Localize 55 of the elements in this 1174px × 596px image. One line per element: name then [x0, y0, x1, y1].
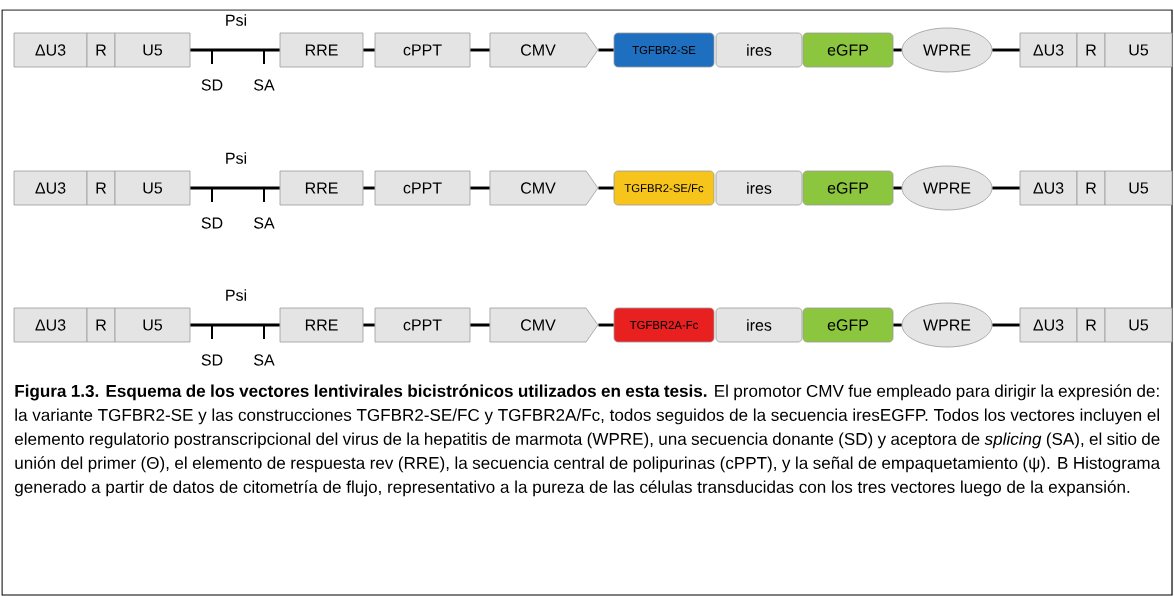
connector-line	[190, 186, 280, 190]
promoter-pentagon: CMV	[489, 170, 599, 206]
site-label: SD	[201, 354, 223, 366]
coding-sequence-box: TGFBR2-SE	[613, 32, 715, 68]
connector-line	[470, 323, 490, 327]
gene-element-box: RRE	[279, 307, 364, 343]
coding-sequence-box: TGFBR2-SE/Fc	[613, 170, 715, 206]
coding-sequence-box: eGFP	[802, 307, 894, 343]
gene-element-box: R	[1076, 307, 1106, 343]
connector-line	[992, 48, 1020, 52]
connector-line	[363, 323, 375, 327]
connector-line	[893, 186, 902, 190]
connector-line	[893, 323, 902, 327]
gene-element-box: R	[86, 170, 116, 206]
site-label: SD	[201, 217, 223, 229]
gene-element-box: ΔU3	[1019, 32, 1078, 68]
connector-line	[992, 323, 1020, 327]
connector-line	[598, 48, 614, 52]
site-label: Psi	[226, 289, 247, 301]
gene-element-box: cPPT	[374, 32, 471, 68]
gene-element-box: cPPT	[374, 307, 471, 343]
figure-caption: Figura 1.3. Esquema de los vectores lentivirales bicistrónicos utilizados en esta tesis. El promotor CMV fue empleado para dirigir la expresión de: la variante TGFBR2-SE y las construcciones TGFBR2-SE/FC y TGFBR2A/Fc, todos seguidos de la secuencia iresEGFP. Todos los vectores incluyen el elemento regulatorio postranscripcional del virus de la hepatitis de marmota (WPRE), una secuencia donante (SD) y aceptora de splicing (SA), el sitio de unión del primer (Θ), el elemento de respuesta rev (RRE), la secuencia central de polipurinas (cPPT), y la señal de empaquetamiento (ψ). B Histograma generado a partir de datos de citometría de flujo, representativo a la pureza de las células transducidas con los tres vectores luego de la expansión.	[15, 384, 1161, 497]
connector-line	[470, 48, 490, 52]
gene-element-box: RRE	[279, 170, 364, 206]
connector-line	[190, 323, 280, 327]
coding-sequence-box: ires	[715, 32, 803, 68]
gene-element-box: R	[1076, 170, 1106, 206]
site-label: SA	[254, 79, 275, 91]
connector-line	[992, 186, 1020, 190]
gene-element-box: R	[86, 307, 116, 343]
site-label: SD	[201, 79, 223, 91]
connector-line	[190, 48, 280, 52]
site-label: SA	[254, 354, 275, 366]
coding-sequence-box: ires	[715, 170, 803, 206]
coding-sequence-box: TGFBR2A-Fc	[613, 307, 715, 343]
site-label: Psi	[226, 14, 247, 26]
connector-line	[470, 186, 490, 190]
coding-sequence-box: eGFP	[802, 170, 894, 206]
coding-sequence-box: eGFP	[802, 32, 894, 68]
connector-line	[363, 186, 375, 190]
site-label: Psi	[226, 152, 247, 164]
gene-element-box: ΔU3	[1019, 170, 1078, 206]
connector-line	[893, 48, 902, 52]
promoter-pentagon: CMV	[489, 32, 599, 68]
gene-element-box: RRE	[279, 32, 364, 68]
gene-element-box: R	[1076, 32, 1106, 68]
coding-sequence-box: ires	[715, 307, 803, 343]
gene-element-box: cPPT	[374, 170, 471, 206]
gene-element-box: ΔU3	[1019, 307, 1078, 343]
connector-line	[598, 323, 614, 327]
promoter-pentagon: CMV	[489, 307, 599, 343]
connector-line	[363, 48, 375, 52]
gene-element-box: R	[86, 32, 116, 68]
connector-line	[598, 186, 614, 190]
site-label: SA	[254, 217, 275, 229]
